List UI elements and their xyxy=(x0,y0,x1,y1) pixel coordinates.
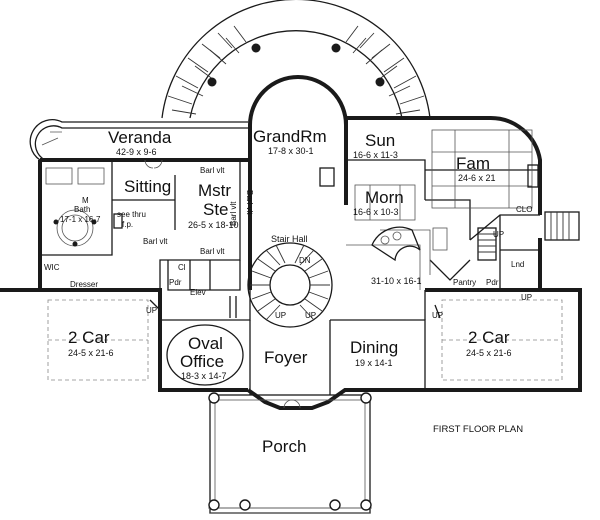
barl-vlt-label-3: Barl vlt xyxy=(200,247,225,256)
garage-up-mid: UP xyxy=(432,311,443,320)
central-curved-stairs xyxy=(247,242,333,328)
fp-label: f.p. xyxy=(122,220,133,229)
grandrm-arch xyxy=(248,75,348,290)
sun-name: Sun xyxy=(365,131,395,150)
grandrm-fireplace xyxy=(319,167,335,187)
left-garage-size: 24-5 x 21-6 xyxy=(68,348,114,358)
grandrm-name: GrandRm xyxy=(253,127,327,146)
sun-size: 16-6 x 11-3 xyxy=(353,150,398,160)
veranda-size: 42-9 x 9-6 xyxy=(116,147,157,157)
porch-entry-steps xyxy=(149,296,441,319)
pantry-label: Pantry xyxy=(453,278,476,287)
oval-office-name: Oval xyxy=(188,334,223,353)
powder-label-right: Pdr xyxy=(486,278,499,287)
garage-up-left: UP xyxy=(146,306,157,315)
master-fireplace xyxy=(113,213,123,229)
garage-up-right: UP xyxy=(521,293,532,302)
porch-name: Porch xyxy=(262,437,306,456)
barl-vlt-label-1: Barl vlt xyxy=(200,166,225,175)
right-garage-name: 2 Car xyxy=(468,328,510,347)
stair-up-right: UP xyxy=(305,311,316,320)
clo-label: CLO xyxy=(516,205,532,214)
right-garage-doors xyxy=(441,299,563,381)
stair-hall-label: Stair Hall xyxy=(271,234,308,244)
porch-area xyxy=(208,392,372,514)
kitchen-size: 31-10 x 16-1 xyxy=(371,276,422,286)
family-room-beams xyxy=(431,129,533,209)
kitchen-island xyxy=(371,226,448,262)
closet-label: Cl xyxy=(178,263,186,272)
morning-room-beams xyxy=(354,184,416,221)
stair-up-left: UP xyxy=(275,311,286,320)
barl-vlt-label-vert-1: Barl vlt xyxy=(245,190,254,215)
side-stair-up: UP xyxy=(493,230,504,239)
m-bath-name2: Bath xyxy=(74,205,90,214)
fam-name: Fam xyxy=(456,154,490,173)
morn-size: 16-6 x 10-3 xyxy=(353,207,399,217)
doors xyxy=(144,159,301,409)
mstr-ste-name: Mstr xyxy=(198,181,231,200)
m-bath-size: 17-1 x 16-7 xyxy=(60,215,101,224)
left-garage-name: 2 Car xyxy=(68,328,110,347)
fam-size: 24-6 x 21 xyxy=(458,173,496,183)
veranda-name: Veranda xyxy=(108,128,172,147)
oval-office-name2: Office xyxy=(180,352,224,371)
fam-fireplace xyxy=(527,164,539,188)
grandrm-size: 17-8 x 30-1 xyxy=(268,146,314,156)
dresser-label: Dresser xyxy=(70,280,98,289)
powder-label-left: Pdr xyxy=(169,278,182,287)
dining-name: Dining xyxy=(350,338,398,357)
mstr-ste-size: 26-5 x 18-10 xyxy=(188,220,239,230)
oval-office-outline xyxy=(166,324,244,386)
wic-label: WIC xyxy=(44,263,60,272)
m-bath-name: M xyxy=(82,196,89,205)
rear-curved-stairs xyxy=(161,0,431,119)
interior-walls xyxy=(40,159,540,395)
barl-vlt-label-2: Barl vlt xyxy=(143,237,168,246)
side-stair-right xyxy=(477,211,580,261)
plan-title: FIRST FLOOR PLAN xyxy=(433,424,523,435)
laundry-label: Lnd xyxy=(511,260,524,269)
barl-vlt-label-vert-2: Barl vlt xyxy=(229,201,238,226)
master-bath-fixtures xyxy=(45,167,105,247)
stair-dn-label: DN xyxy=(299,256,311,265)
right-garage-size: 24-5 x 21-6 xyxy=(466,348,512,358)
veranda-area xyxy=(29,119,248,161)
mstr-ste-name2: Ste xyxy=(203,200,229,219)
elevator-label: Elev xyxy=(190,288,206,297)
oval-office-size: 18-3 x 14-7 xyxy=(181,371,227,381)
foyer-name: Foyer xyxy=(264,348,308,367)
dining-size: 19 x 14-1 xyxy=(355,358,393,368)
sitting-name: Sitting xyxy=(124,177,171,196)
see-thru-label: see thru xyxy=(117,210,146,219)
left-garage-doors xyxy=(47,299,149,381)
morn-name: Morn xyxy=(365,188,404,207)
